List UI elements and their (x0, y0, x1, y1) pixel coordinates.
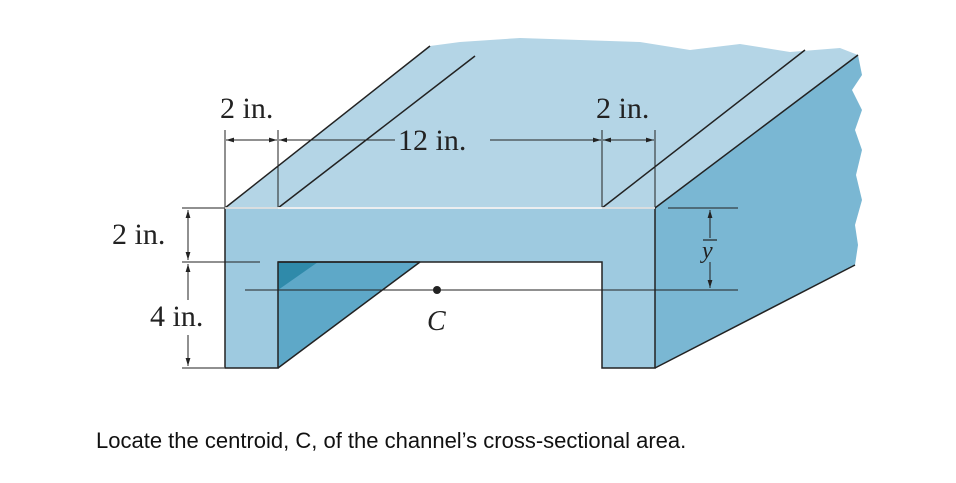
label-flange-right: 2 in. (596, 92, 649, 125)
top-flange-front (225, 208, 655, 262)
label-web-length: 12 in. (398, 124, 466, 157)
centroid-point (433, 286, 441, 294)
label-leg-height: 4 in. (150, 300, 203, 333)
centroid-lines (245, 207, 738, 291)
left-leg-front (225, 262, 278, 368)
right-leg-front (602, 262, 655, 368)
label-centroid: C (427, 306, 446, 337)
inner-shadow (278, 262, 318, 290)
left-dimension-lines (182, 207, 260, 369)
problem-caption: Locate the centroid, C, of the channel’s… (96, 428, 687, 453)
top-face (225, 38, 858, 208)
label-top-thickness: 2 in. (112, 218, 165, 251)
top-dimension-lines (224, 130, 656, 207)
label-flange-left: 2 in. (220, 92, 273, 125)
label-ybar: y (700, 238, 713, 264)
channel-outline (224, 45, 859, 369)
